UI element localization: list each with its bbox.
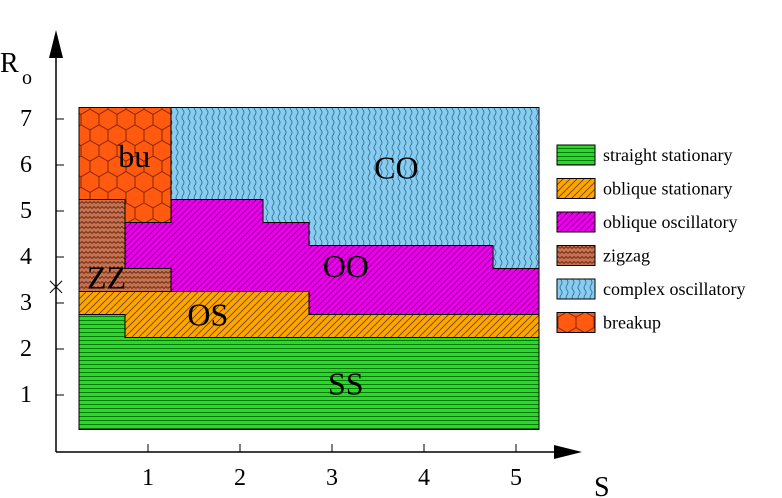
x-axis-arrow — [554, 445, 582, 459]
axes: R o S — [0, 30, 610, 498]
x-tick-label: 4 — [418, 465, 430, 491]
y-axis-title-subscript: o — [22, 67, 32, 89]
legend-label-bu: breakup — [603, 313, 661, 333]
legend-label-oo: oblique oscillatory — [603, 212, 737, 232]
region-bu — [78, 107, 172, 223]
y-tick-label: 5 — [20, 198, 32, 224]
y-tick-label: 3 — [20, 290, 32, 316]
legend-swatch-zz — [556, 245, 596, 266]
legend-item-bu: breakup — [556, 312, 661, 333]
y-axis-cross-marker — [49, 280, 63, 294]
region-label-bu: bu — [118, 138, 150, 174]
region-label-ss: SS — [328, 366, 364, 402]
legend-swatch-ss — [556, 144, 596, 166]
legend: straight stationary oblique stationary obl… — [556, 144, 745, 333]
legend-swatch-bu — [556, 312, 596, 333]
region-label-os: OS — [187, 297, 228, 333]
legend-label-ss: straight stationary — [603, 145, 732, 165]
legend-item-ss: straight stationary — [556, 144, 732, 166]
axis-ticks: 1 2 3 4 5 1 2 3 4 5 6 7 — [20, 106, 522, 491]
region-label-oo: OO — [323, 248, 369, 284]
legend-swatch-co — [556, 278, 596, 300]
y-tick-label: 1 — [20, 382, 32, 408]
y-tick-label: 4 — [20, 244, 32, 270]
y-tick-label: 7 — [20, 106, 32, 132]
region-label-zz: ZZ — [87, 260, 126, 296]
legend-item-zz: zigzag — [556, 245, 650, 266]
regime-regions — [78, 107, 540, 430]
region-co — [170, 107, 540, 269]
legend-label-co: complex oscillatory — [603, 279, 745, 299]
legend-swatch-oo — [556, 211, 596, 233]
legend-swatch-os — [556, 178, 596, 199]
region-labels: SS OS OO ZZ CO bu — [87, 138, 419, 402]
x-tick-label: 2 — [234, 465, 246, 491]
legend-item-os: oblique stationary — [556, 178, 732, 199]
y-tick-label: 2 — [20, 336, 32, 362]
legend-label-zz: zigzag — [603, 246, 650, 266]
y-axis-title: R — [0, 48, 19, 79]
legend-item-oo: oblique oscillatory — [556, 211, 737, 233]
x-tick-label: 5 — [510, 465, 522, 491]
legend-label-os: oblique stationary — [603, 179, 732, 199]
y-tick-label: 6 — [20, 152, 32, 178]
x-tick-label: 3 — [326, 465, 338, 491]
legend-item-co: complex oscillatory — [556, 278, 745, 300]
y-axis-arrow — [49, 30, 63, 58]
region-label-co: CO — [374, 149, 418, 185]
x-axis-title: S — [594, 472, 610, 498]
x-tick-label: 1 — [142, 465, 154, 491]
